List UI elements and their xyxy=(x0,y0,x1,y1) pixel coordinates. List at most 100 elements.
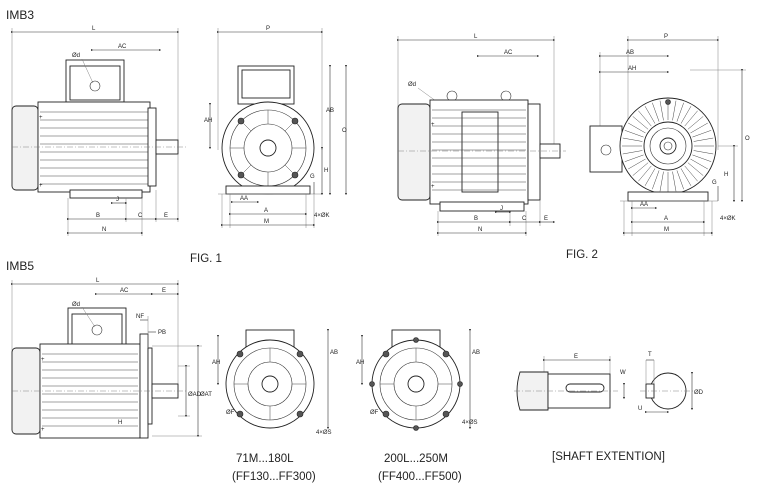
dim-label: M xyxy=(664,227,669,233)
dim-label: ØD xyxy=(694,390,704,396)
dim-label: O xyxy=(342,128,347,134)
dim-label: 4×ØS xyxy=(462,420,478,426)
cooling-fin xyxy=(680,106,692,124)
dim-label: ØF xyxy=(370,410,379,416)
plus-mark: + xyxy=(39,115,43,121)
cooling-fin xyxy=(622,150,643,155)
dim-label: 4×ØS xyxy=(316,430,332,436)
dim-label: AB xyxy=(626,50,634,56)
dim-label: A xyxy=(264,208,268,214)
dim-label: E xyxy=(544,216,548,222)
cooling-fin xyxy=(632,162,649,176)
cooling-fin xyxy=(692,154,712,162)
cooling-fin xyxy=(687,116,704,130)
dim-label: P xyxy=(664,34,668,40)
cooling-fin xyxy=(684,165,698,182)
dim-label: 4×ØK xyxy=(314,213,330,219)
dim-label: AC xyxy=(504,50,513,56)
dim-label: AH xyxy=(204,118,212,124)
dim-label: H xyxy=(724,172,728,178)
dim-label: E xyxy=(574,354,578,360)
cooling-fin xyxy=(652,102,660,122)
dim-label: P xyxy=(266,26,270,32)
dim-label: AH xyxy=(628,66,636,72)
dim-label: M xyxy=(264,219,269,225)
cooling-fin xyxy=(684,110,698,127)
dim-label: B xyxy=(96,213,100,219)
cooling-fin xyxy=(632,116,649,130)
dim-label: J xyxy=(116,197,119,203)
dim-label: AA xyxy=(640,202,648,208)
cooling-fin xyxy=(628,122,646,134)
dim-label: W xyxy=(620,370,626,376)
flange-view-large: AB AH ØF 4×ØS xyxy=(356,328,480,431)
dim-label: C xyxy=(522,216,527,222)
caption-shaft-extension: [SHAFT EXTENTION] xyxy=(552,451,665,463)
heading-imb3: IMB3 xyxy=(6,8,34,22)
cooling-fin xyxy=(659,171,664,192)
fig2-side-view: L AC Ød + + B C E J N xyxy=(396,34,566,236)
plus-mark: + xyxy=(431,122,435,128)
caption-flange-small-range: 71M...180L xyxy=(236,453,294,465)
cooling-fin xyxy=(690,158,708,170)
cooling-fin xyxy=(652,170,660,190)
dim-label: L xyxy=(474,34,478,40)
cooling-fin xyxy=(638,165,652,182)
imb5-side-view: L AC E Ød + + NF PB ØAD ØAT H xyxy=(10,278,212,439)
dim-label: ØF xyxy=(226,410,235,416)
dim-label: E xyxy=(162,288,166,294)
cooling-fin xyxy=(624,154,644,162)
dim-label: PB xyxy=(158,330,166,336)
dim-label: Ød xyxy=(72,302,80,308)
dim-label: U xyxy=(638,406,642,412)
dim-label: N xyxy=(102,227,106,233)
plus-mark: + xyxy=(39,183,43,189)
dim-label: AA xyxy=(240,196,248,202)
cooling-fin xyxy=(644,106,656,124)
dim-label: AH xyxy=(356,360,364,366)
cooling-fin xyxy=(644,168,656,186)
cooling-fin xyxy=(622,137,643,142)
fig1-side-view: L AC Ød + + B C E J N xyxy=(10,26,186,236)
dim-label: L xyxy=(96,278,100,284)
fig1-end-view: P A M AA 4×ØK AH AB O H G xyxy=(204,26,348,228)
flange-view-small: AH AB ØF 4×ØS xyxy=(212,328,338,436)
dim-label: 4×ØK xyxy=(720,216,736,222)
cooling-fin xyxy=(628,158,646,170)
dim-label: AC xyxy=(120,288,129,294)
dim-label: A xyxy=(664,216,668,222)
dim-label: T xyxy=(648,352,652,358)
cooling-fin xyxy=(692,130,712,138)
dim-label: AB xyxy=(326,108,334,114)
dim-label: C xyxy=(138,213,143,219)
cooling-fin xyxy=(659,100,664,121)
dim-label: G xyxy=(310,174,315,180)
caption-flange-small-ff: (FF130...FF300) xyxy=(232,471,316,483)
cooling-fin xyxy=(672,171,677,192)
dim-label: G xyxy=(712,180,717,186)
caption-fig2: FIG. 2 xyxy=(566,249,598,261)
shaft-extension-view: E W T U ØD xyxy=(514,352,704,414)
dim-label: H xyxy=(118,420,122,426)
cooling-fin xyxy=(638,110,652,127)
dim-label: Ød xyxy=(72,53,80,59)
dim-label: H xyxy=(324,168,328,174)
cooling-fin xyxy=(676,170,684,190)
dim-label: AB xyxy=(330,350,338,356)
fig2-end-view: P AB AH A M AA 4×ØK O H G xyxy=(589,34,750,236)
cooling-fin xyxy=(676,102,684,122)
dim-label: J xyxy=(500,206,503,212)
caption-flange-large-ff: (FF400...FF500) xyxy=(378,471,462,483)
cooling-fin xyxy=(680,168,692,186)
cooling-fin xyxy=(690,122,708,134)
cooling-fin xyxy=(687,162,704,176)
cooling-fin xyxy=(693,150,714,155)
dim-label: AC xyxy=(118,44,127,50)
dim-label: N xyxy=(478,227,482,233)
plus-mark: + xyxy=(431,184,435,190)
plus-mark: + xyxy=(41,427,45,433)
dim-label: L xyxy=(92,26,96,32)
dim-label: Ød xyxy=(408,82,416,88)
dim-label: ØAT xyxy=(200,392,212,398)
